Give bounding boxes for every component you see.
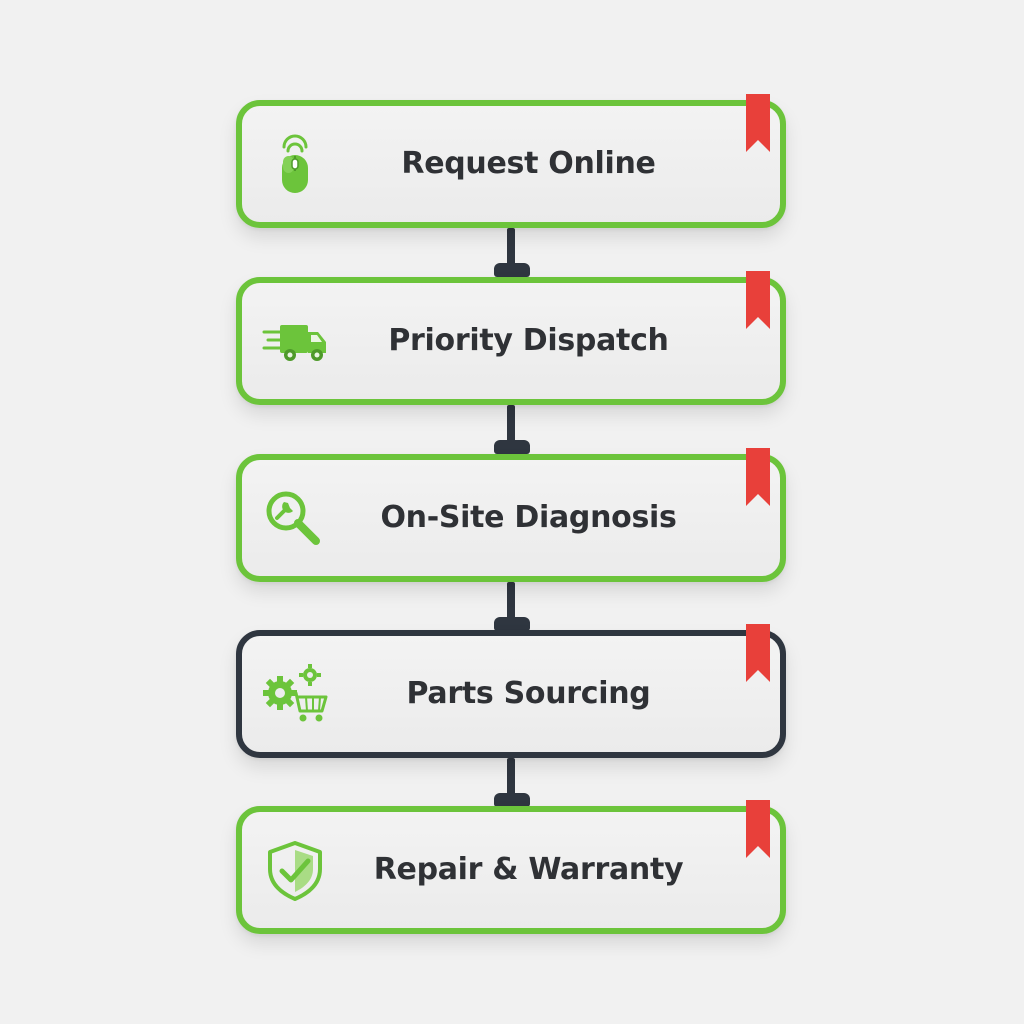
- step-label: Repair & Warranty: [373, 852, 684, 887]
- step-priority-dispatch: Priority Dispatch: [236, 271, 786, 405]
- bookmark-ribbon-icon: [746, 624, 770, 682]
- connector-node: [494, 440, 530, 454]
- connector-line: [507, 405, 515, 449]
- connector-line: [507, 582, 515, 626]
- connector-node: [494, 793, 530, 807]
- shield-check-icon: [262, 839, 328, 901]
- connector-node: [494, 263, 530, 277]
- gears-cart-icon: [262, 663, 328, 725]
- wrench-magnifier-icon: [262, 487, 328, 549]
- bookmark-ribbon-icon: [746, 448, 770, 506]
- step-label: Request Online: [401, 146, 656, 181]
- step-label: Priority Dispatch: [388, 323, 669, 358]
- step-request-online: Request Online: [236, 94, 786, 228]
- step-repair-warranty: Repair & Warranty: [236, 800, 786, 934]
- bookmark-ribbon-icon: [746, 94, 770, 152]
- step-on-site-diagnosis: On-Site Diagnosis: [236, 448, 786, 582]
- bookmark-ribbon-icon: [746, 800, 770, 858]
- connector-line: [507, 228, 515, 272]
- step-parts-sourcing: Parts Sourcing: [236, 624, 786, 758]
- mouse-click-icon: [262, 133, 328, 195]
- delivery-truck-icon: [262, 310, 328, 372]
- step-label: Parts Sourcing: [406, 676, 651, 711]
- connector-line: [507, 758, 515, 802]
- connector-node: [494, 617, 530, 631]
- step-label: On-Site Diagnosis: [380, 500, 677, 535]
- bookmark-ribbon-icon: [746, 271, 770, 329]
